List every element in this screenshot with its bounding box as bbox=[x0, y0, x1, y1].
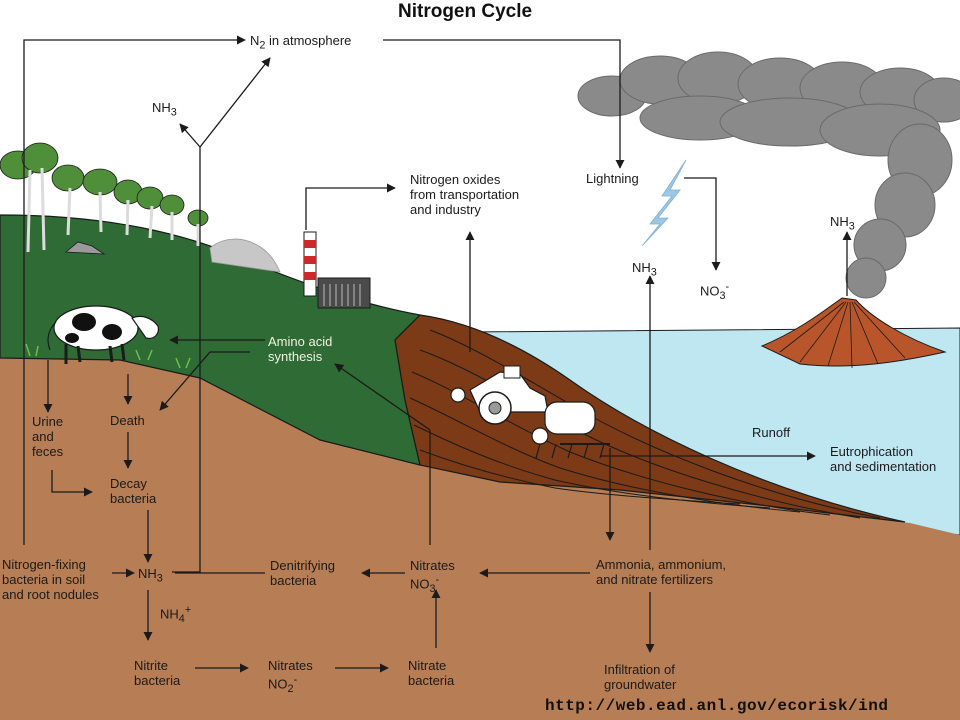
line-nh3-soil-up bbox=[172, 147, 201, 573]
tractor bbox=[450, 365, 610, 459]
label-runoff: Runoff bbox=[752, 425, 791, 440]
grass bbox=[25, 343, 191, 369]
label-nh4: NH4+ bbox=[160, 604, 192, 625]
arrow-fork-to-nh3 bbox=[179, 123, 201, 148]
label-no3-atmospheric: NO3- bbox=[700, 281, 730, 302]
label-nitrogen-oxides: Nitrogen oxides from transportation and … bbox=[410, 172, 520, 217]
flow-arrows bbox=[23, 35, 852, 673]
label-infiltration: Infiltration of groundwater bbox=[604, 662, 677, 692]
storm-cloud bbox=[577, 51, 960, 299]
arrow-fixing-to-n2 bbox=[23, 35, 246, 545]
label-denitrifying-bacteria: Denitrifying bacteria bbox=[270, 558, 336, 588]
label-nitrate-bacteria: Nitrate bacteria bbox=[408, 658, 455, 688]
arrow-nitrates-to-amino-diag bbox=[334, 363, 431, 431]
trees bbox=[0, 142, 209, 253]
label-nh3-soil: NH3 bbox=[138, 566, 163, 585]
label-nh3-volcano: NH3 bbox=[830, 214, 855, 233]
rocks bbox=[64, 238, 281, 273]
label-fertilizers: Ammonia, ammonium, and nitrate fertilize… bbox=[596, 557, 727, 587]
label-nitrates-no3: Nitrates NO3- bbox=[410, 558, 455, 595]
source-url: http://web.ead.anl.gov/ecorisk/ind bbox=[545, 697, 889, 715]
lightning-bolt bbox=[641, 159, 687, 247]
label-nh3-air: NH3 bbox=[152, 100, 177, 119]
label-death: Death bbox=[110, 413, 145, 428]
label-nh3-lightning: NH3 bbox=[632, 260, 657, 279]
label-amino-acid-synthesis: Amino acid synthesis bbox=[268, 334, 333, 364]
soil-ground bbox=[0, 355, 960, 720]
label-nitrogen-fixing-bacteria: Nitrogen-fixing bacteria in soil and roo… bbox=[2, 557, 99, 602]
arrow-factory-to-oxides bbox=[305, 183, 396, 230]
arrow-urine-to-decay bbox=[51, 470, 93, 497]
diagram-title: Nitrogen Cycle bbox=[398, 1, 533, 22]
arrow-lightning-to-no3 bbox=[684, 177, 721, 271]
volcano bbox=[760, 297, 947, 369]
cow bbox=[47, 305, 159, 364]
label-decay-bacteria: Decay bacteria bbox=[110, 476, 157, 506]
label-nitrite-bacteria: Nitrite bacteria bbox=[134, 658, 181, 688]
label-eutrophication: Eutrophication and sedimentation bbox=[830, 444, 937, 474]
arrow-amino-to-death bbox=[159, 351, 250, 411]
label-n2-atmosphere: N2 in atmosphere bbox=[250, 33, 352, 52]
factory bbox=[303, 231, 371, 309]
label-nitrates-no2: Nitrates NO2- bbox=[268, 658, 313, 695]
label-lightning: Lightning bbox=[586, 171, 639, 186]
label-urine-feces: Urine and feces bbox=[32, 414, 64, 459]
arrow-n2-to-lightning bbox=[383, 39, 625, 169]
arrow-fork-to-n2 bbox=[199, 57, 271, 148]
